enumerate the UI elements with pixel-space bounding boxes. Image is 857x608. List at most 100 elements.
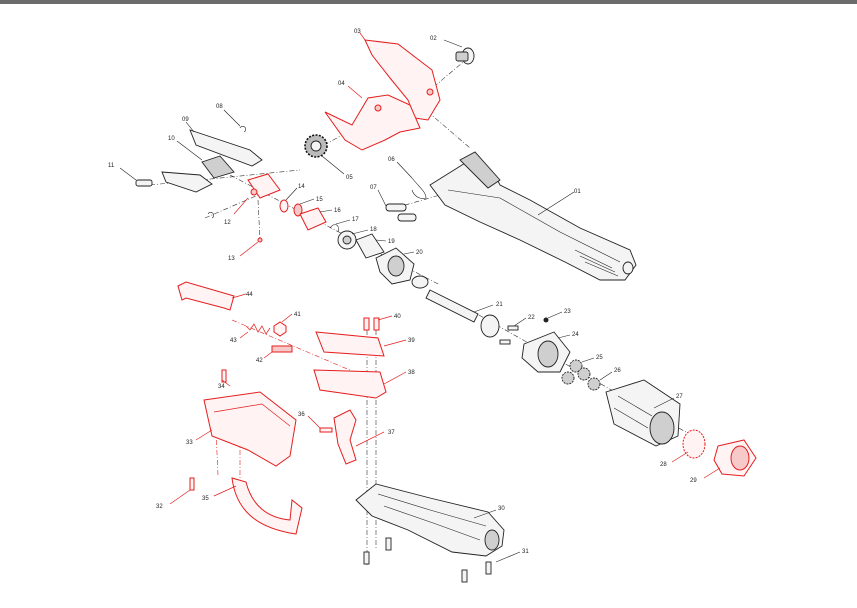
- leader-33: [195, 429, 213, 441]
- ring-15: [293, 203, 303, 217]
- label-35: 35: [202, 496, 209, 502]
- screw-32: [189, 477, 195, 491]
- leader-05: [321, 155, 345, 175]
- motor-end-cap: [649, 411, 675, 445]
- part-37-trigger: [333, 409, 385, 465]
- shaft-21-flange: [480, 314, 500, 338]
- leader-36: [307, 415, 321, 429]
- link-arm-upper: [189, 129, 263, 167]
- leader-19: [375, 239, 387, 242]
- label-14: 14: [298, 184, 305, 190]
- nut-41: [273, 321, 287, 337]
- gear-25c: [577, 367, 591, 381]
- ball-23: [543, 317, 549, 323]
- leader-17: [335, 219, 351, 225]
- spring-43: [245, 323, 271, 335]
- leader-40: [377, 315, 393, 321]
- part-20-nut: [375, 247, 429, 289]
- leader-30: [473, 509, 497, 519]
- part-34-screw: [221, 369, 231, 387]
- label-03: 03: [354, 29, 361, 35]
- housing-contour: [447, 189, 621, 263]
- label-41: 41: [294, 312, 301, 318]
- part-38-switch-plate: [313, 369, 407, 399]
- label-09: 09: [182, 117, 189, 123]
- label-40: 40: [394, 314, 401, 320]
- axis-pivot-lower: [204, 191, 266, 219]
- part-11-screw: [119, 167, 153, 187]
- bearing-19: [355, 233, 385, 259]
- bolt-b: [397, 213, 417, 222]
- bushing-16: [299, 207, 327, 231]
- part-06-clip: [396, 161, 427, 199]
- leader-41: [281, 313, 293, 323]
- label-44: 44: [246, 292, 253, 298]
- clip-shape: [411, 177, 427, 199]
- label-06: 06: [388, 157, 395, 163]
- cover-33-body: [203, 391, 297, 467]
- guard-35: [231, 477, 303, 535]
- filter-disc: [682, 429, 706, 459]
- label-27: 27: [676, 394, 683, 400]
- part-40-screws: [363, 315, 393, 331]
- part-link-lower: [161, 171, 214, 219]
- washer-20: [411, 275, 429, 289]
- part-labels: 01 02 03 04 05 06 07 08 09 10 11 12 13 1…: [108, 29, 697, 555]
- leader-22: [513, 317, 527, 327]
- gear-25b: [561, 371, 575, 385]
- leader-35: [213, 485, 237, 497]
- part-15-ring: [293, 198, 315, 217]
- leader-02: [443, 39, 463, 48]
- leader-43: [239, 331, 249, 339]
- part-16-bushing: [299, 207, 333, 231]
- leader-03: [359, 32, 366, 41]
- label-29: 29: [690, 478, 697, 484]
- leader-20: [403, 251, 415, 255]
- clip-17: [329, 224, 339, 233]
- part-24-housing-ring: [521, 331, 571, 373]
- lower-housing-contour: [377, 493, 487, 541]
- part-31-screws: [363, 537, 521, 583]
- part-12-crank: [233, 173, 281, 215]
- part-27-motor: [605, 379, 681, 447]
- leader-01: [537, 191, 575, 216]
- leader-23: [547, 311, 563, 319]
- leader-26: [599, 371, 613, 381]
- housing-grip-ribs: [574, 249, 619, 277]
- label-42: 42: [256, 358, 263, 364]
- screw-36: [319, 427, 333, 433]
- label-38: 38: [408, 370, 415, 376]
- lower-housing-body: [355, 483, 505, 557]
- label-39: 39: [408, 338, 415, 344]
- part-13-pin: [239, 237, 263, 257]
- trigger-37: [333, 409, 357, 465]
- part-01-main-housing: [429, 151, 637, 281]
- ring-08: [239, 126, 246, 133]
- leader-13: [239, 241, 259, 257]
- label-10: 10: [168, 136, 175, 142]
- housing-end-ring: [622, 261, 634, 275]
- bracket-44: [177, 281, 235, 311]
- screw-34: [221, 369, 227, 383]
- part-03-upper-blade: [359, 32, 441, 121]
- leader-38: [383, 371, 407, 385]
- label-07: 07: [370, 185, 377, 191]
- leader-32: [169, 489, 191, 505]
- gear-25a: [569, 359, 583, 373]
- part-22-pins: [499, 317, 527, 345]
- link-arm-lower: [161, 171, 213, 193]
- part-32-screw: [169, 477, 195, 505]
- label-26: 26: [614, 368, 621, 374]
- part-42-slider: [263, 345, 293, 359]
- cover-33-rim: [213, 403, 291, 427]
- leader-04: [347, 85, 363, 99]
- label-28: 28: [660, 462, 667, 468]
- screw-31a: [363, 551, 370, 565]
- leader-39: [383, 339, 407, 347]
- part-05-gear: [304, 134, 345, 175]
- shaft-21: [425, 289, 479, 323]
- label-31: 31: [522, 549, 529, 555]
- label-18: 18: [370, 227, 377, 233]
- pin-shank: [455, 51, 469, 62]
